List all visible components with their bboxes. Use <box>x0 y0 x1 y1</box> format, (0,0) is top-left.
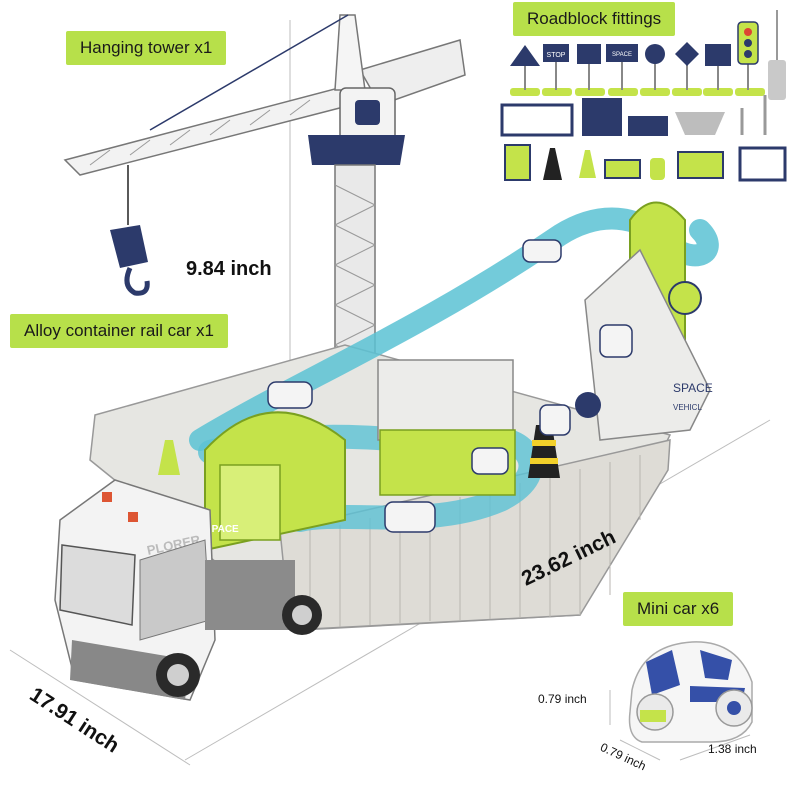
ramp-sub-text: VEHICL <box>673 403 702 412</box>
hanging-tower-label: Hanging tower x1 <box>66 31 227 65</box>
trailer-logo-text: SPACE <box>205 524 239 535</box>
roadblock-fittings-label: Roadblock fittings <box>513 2 676 36</box>
sign-stop-text: STOP <box>547 52 566 59</box>
truck: PLORER <box>54 479 322 701</box>
alloy-container-label: Alloy container rail car x1 <box>10 314 228 348</box>
mini-car-label: Mini car x6 <box>623 592 734 626</box>
roadblock-fittings: STOP SPACE <box>500 10 787 182</box>
height-dimension: 9.84 inch <box>186 258 272 280</box>
car-length-dimension: 1.38 inch <box>708 742 757 756</box>
ramp-logo-text: SPACE <box>673 381 713 395</box>
mini-car-detail <box>628 641 753 743</box>
car-height-dimension: 0.79 inch <box>538 692 587 706</box>
sign-space-text: SPACE <box>612 52 632 58</box>
